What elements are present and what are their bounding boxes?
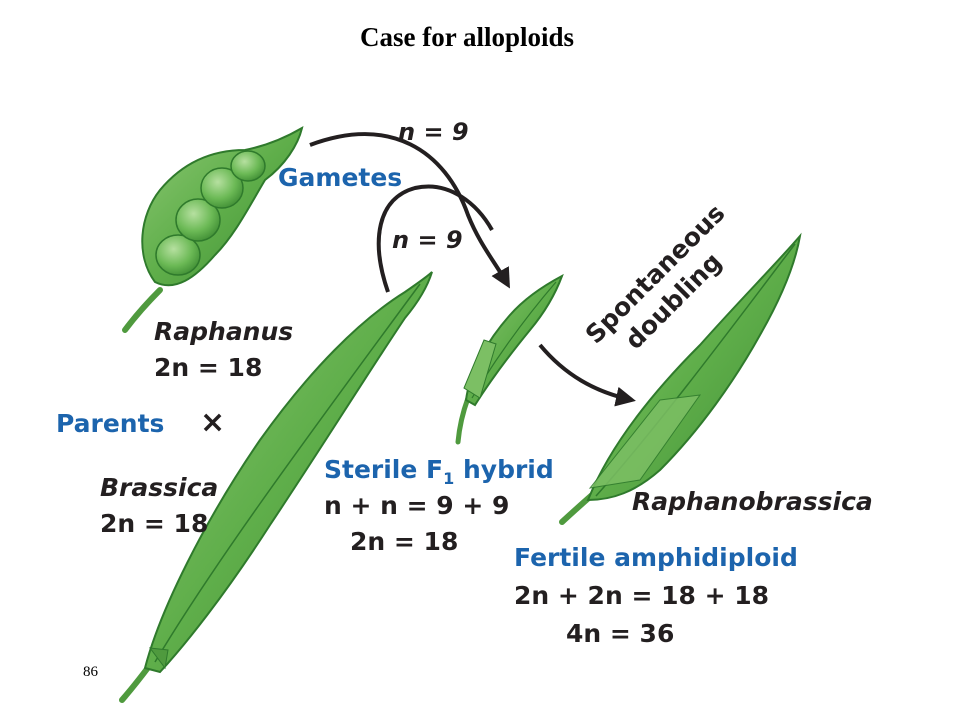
cross-symbol: × (200, 405, 225, 440)
sterile-hybrid-label: Sterile F1 hybrid (324, 455, 554, 488)
raphanus-pod (122, 125, 304, 333)
raphanobrassica-pod (559, 232, 802, 525)
hybrid-ploidy-label: 2n = 18 (350, 527, 458, 556)
raphanus-name-label: Raphanus (154, 317, 293, 346)
parents-label: Parents (56, 409, 164, 438)
brassica-pod (119, 271, 433, 703)
gamete-arrow-bottom (376, 184, 494, 293)
brassica-ploidy-label: 2n = 18 (100, 509, 208, 538)
raphanobrassica-label: Raphanobrassica (632, 487, 873, 516)
gametes-label: Gametes (278, 163, 402, 192)
hybrid-sum-label: n + n = 9 + 9 (324, 491, 509, 520)
gamete-top-n-label: n = 9 (398, 118, 469, 146)
amphidiploid-sum-label: 2n + 2n = 18 + 18 (514, 581, 769, 610)
hybrid-pod (455, 273, 564, 445)
raphanus-ploidy-label: 2n = 18 (154, 353, 262, 382)
slide-title: Case for alloploids (359, 22, 575, 52)
page-number: 86 (83, 664, 98, 680)
gamete-bottom-n-label: n = 9 (392, 226, 463, 254)
brassica-name-label: Brassica (100, 473, 218, 502)
amphidiploid-ploidy-label: 4n = 36 (566, 619, 674, 648)
doubling-arrow (538, 343, 636, 407)
fertile-amphidiploid-label: Fertile amphidiploid (514, 543, 798, 572)
